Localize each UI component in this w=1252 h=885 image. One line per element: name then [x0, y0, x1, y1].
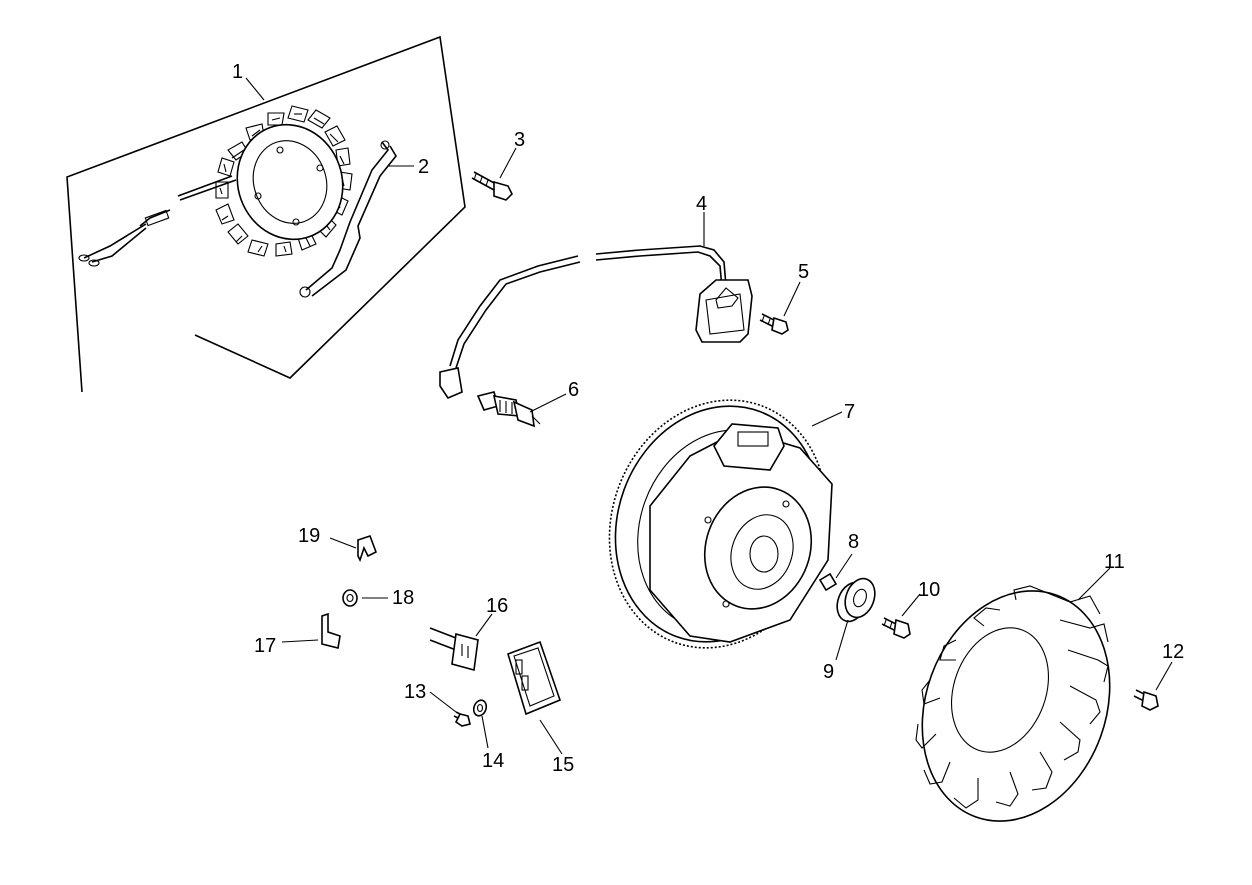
callout-4: 4 [696, 193, 707, 215]
callout-labels: 1 2 3 4 5 6 7 8 9 10 11 12 13 14 15 16 1… [232, 61, 1184, 776]
cooling-fan [915, 585, 1111, 822]
callout-19: 19 [298, 525, 320, 547]
screw-5 [759, 313, 789, 335]
ground-strap [299, 140, 397, 298]
callout-17: 17 [254, 635, 276, 657]
callout-11: 11 [1104, 551, 1125, 573]
clip-17 [321, 612, 341, 649]
bolt-3 [471, 171, 513, 201]
nut-18 [342, 589, 358, 607]
screw-13 [453, 711, 471, 727]
stator [78, 105, 353, 267]
callout-2: 2 [418, 156, 429, 178]
callout-14: 14 [482, 750, 504, 772]
callout-3: 3 [514, 129, 525, 151]
ignition-coil [439, 245, 753, 399]
screw-12 [1133, 689, 1159, 711]
callout-1: 1 [232, 61, 243, 83]
spark-plug [476, 391, 541, 428]
flywheel [608, 399, 833, 649]
callout-18: 18 [392, 587, 414, 609]
rectifier-regulator [507, 640, 562, 716]
leader-lines [245, 77, 1173, 755]
callout-6: 6 [568, 379, 579, 401]
callout-7: 7 [844, 401, 855, 423]
callout-12: 12 [1162, 641, 1184, 663]
washer-9 [836, 577, 876, 623]
woodruff-key [818, 572, 838, 592]
callout-10: 10 [918, 579, 940, 601]
callout-16: 16 [486, 595, 508, 617]
stator-kit-bracket [66, 35, 466, 393]
callout-13: 13 [404, 681, 426, 703]
connector [429, 627, 479, 672]
bolt-10 [881, 617, 911, 639]
callout-9: 9 [823, 661, 834, 683]
clip-19 [357, 534, 378, 563]
callout-15: 15 [552, 754, 574, 776]
callout-8: 8 [848, 531, 859, 553]
callout-5: 5 [798, 261, 809, 283]
washer-14 [472, 699, 488, 717]
